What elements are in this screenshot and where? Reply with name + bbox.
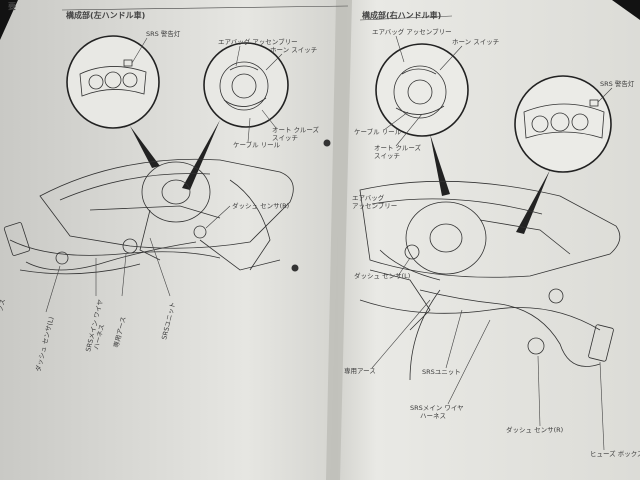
right-label-srs-unit: SRSユニット [422,368,461,376]
left-label-horn-switch: ホーン スイッチ [270,46,317,54]
right-label-cruise-2: スイッチ [374,152,400,160]
left-header-rule [61,5,349,11]
right-label-cruise-1: オート クルーズ [374,143,422,152]
left-inset-steering [203,42,289,128]
left-callout-wedge [182,120,220,190]
left-label-dash-sensor-r: ダッシュ センサ(R) [232,201,289,210]
left-label-cruise-2: スイッチ [272,134,298,142]
right-label-dash-sensor-l: ダッシュ センサ(L) [354,271,410,280]
left-section-heading: 構成部(左ハンドル車) [66,10,145,20]
left-page [0,0,352,480]
right-label-cable-reel: ケーブル リール [354,127,402,136]
right-label-ground: 専用アース [344,366,376,375]
right-label-airbag-left-2: アッセンブリー [352,201,397,210]
right-page [330,0,640,480]
left-inset-cluster [66,35,160,129]
left-label-fuse-box-fragment: クス [0,298,7,312]
right-label-dash-sensor-r: ダッシュ センサ(R) [506,425,563,434]
right-callout-wedge [516,170,550,234]
left-dashboard-drawing [3,158,294,275]
right-label-horn-switch: ホーン スイッチ [452,38,499,46]
binding-hole [323,139,331,147]
right-dashboard-drawing [359,180,621,381]
right-label-fuse-box: ヒューズ ボックス [590,449,640,458]
left-label-cable-reel: ケーブル リール [233,140,281,149]
left-label-cruise-1: オート クルーズ [272,125,320,134]
right-srs-warning-label: SRS 警告灯 [600,79,635,88]
right-label-srs-wire-1: SRSメイン ワイヤ [410,404,464,412]
right-section-heading: 構成部(右ハンドル車) [362,10,441,20]
right-label-airbag-left-1: エアバッグ [352,193,385,202]
right-inset-cluster [514,75,613,173]
right-label-airbag-assembly: エアバッグ アッセンブリー [372,27,452,36]
left-srs-warning-label: SRS 警告灯 [146,29,181,38]
right-inset-steering [375,43,469,137]
left-callout-wedge [130,126,160,168]
right-callout-wedge [430,134,450,196]
binding-hole [291,264,299,272]
right-label-srs-wire-2: ハーネス [420,412,446,420]
left-label-airbag-assembly: エアバッグ アッセンブリー [218,37,298,46]
gutter [326,0,352,480]
left-top-fragment: 要 [8,2,16,11]
